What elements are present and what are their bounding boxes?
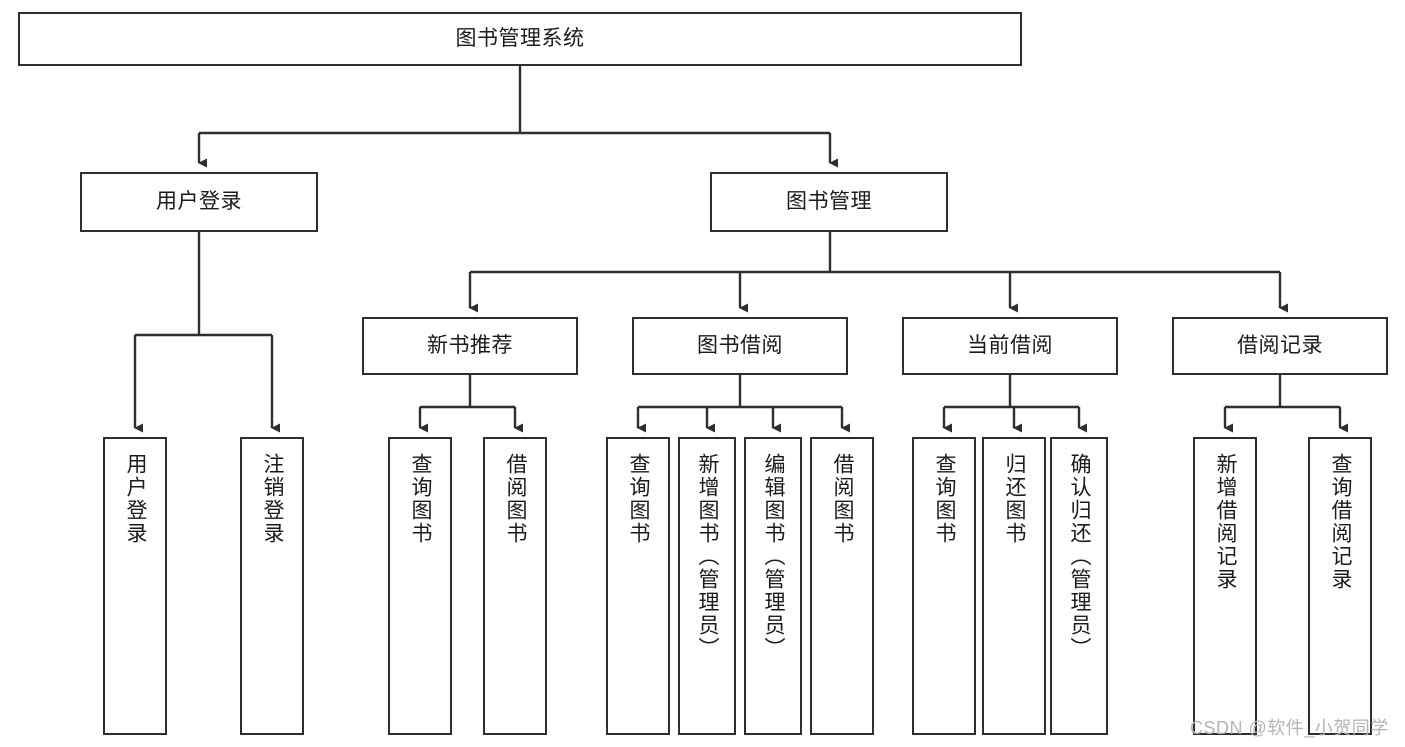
node-root[interactable]: 图书管理系统: [18, 12, 1022, 66]
node-leaf-query-book-1[interactable]: 查询图书: [388, 437, 452, 735]
node-leaf-borrow-book-1[interactable]: 借阅图书: [483, 437, 547, 735]
node-leaf-query-book-1-label: 查询图书: [409, 453, 433, 545]
node-borrow-record[interactable]: 借阅记录: [1172, 317, 1388, 375]
node-leaf-return-book[interactable]: 归还图书: [982, 437, 1046, 735]
node-leaf-edit-book-label: 编辑图书（管理员）: [762, 453, 786, 660]
node-leaf-query-book-3-label: 查询图书: [933, 453, 957, 545]
node-leaf-user-login-label: 用户登录: [124, 453, 148, 545]
node-new-book-rec-label: 新书推荐: [427, 334, 513, 358]
node-leaf-borrow-book-2[interactable]: 借阅图书: [810, 437, 874, 735]
node-leaf-borrow-book-1-label: 借阅图书: [504, 453, 528, 545]
node-leaf-query-book-2[interactable]: 查询图书: [606, 437, 670, 735]
node-root-label: 图书管理系统: [455, 27, 585, 51]
node-leaf-confirm-return[interactable]: 确认归还（管理员）: [1050, 437, 1108, 735]
node-book-manage-label: 图书管理: [786, 190, 872, 214]
node-book-borrow-label: 图书借阅: [697, 334, 783, 358]
node-leaf-add-record-label: 新增借阅记录: [1214, 453, 1238, 591]
node-leaf-add-record[interactable]: 新增借阅记录: [1193, 437, 1257, 735]
node-leaf-query-record[interactable]: 查询借阅记录: [1308, 437, 1372, 735]
node-user-login-label: 用户登录: [156, 190, 242, 214]
node-book-borrow[interactable]: 图书借阅: [632, 317, 848, 375]
node-leaf-query-book-2-label: 查询图书: [627, 453, 651, 545]
node-borrow-record-label: 借阅记录: [1237, 334, 1323, 358]
node-new-book-rec[interactable]: 新书推荐: [362, 317, 578, 375]
node-leaf-return-book-label: 归还图书: [1003, 453, 1027, 545]
node-leaf-confirm-return-label: 确认归还（管理员）: [1068, 453, 1092, 660]
node-book-manage[interactable]: 图书管理: [710, 172, 948, 232]
node-leaf-query-record-label: 查询借阅记录: [1329, 453, 1353, 591]
node-leaf-add-book-label: 新增图书（管理员）: [696, 453, 720, 660]
node-leaf-user-logout[interactable]: 注销登录: [240, 437, 304, 735]
node-current-borrow-label: 当前借阅: [967, 334, 1053, 358]
node-leaf-user-login[interactable]: 用户登录: [103, 437, 167, 735]
node-leaf-borrow-book-2-label: 借阅图书: [831, 453, 855, 545]
node-user-login[interactable]: 用户登录: [80, 172, 318, 232]
node-current-borrow[interactable]: 当前借阅: [902, 317, 1118, 375]
node-leaf-user-logout-label: 注销登录: [261, 453, 285, 545]
node-leaf-edit-book[interactable]: 编辑图书（管理员）: [744, 437, 802, 735]
node-leaf-query-book-3[interactable]: 查询图书: [912, 437, 976, 735]
node-leaf-add-book[interactable]: 新增图书（管理员）: [678, 437, 736, 735]
